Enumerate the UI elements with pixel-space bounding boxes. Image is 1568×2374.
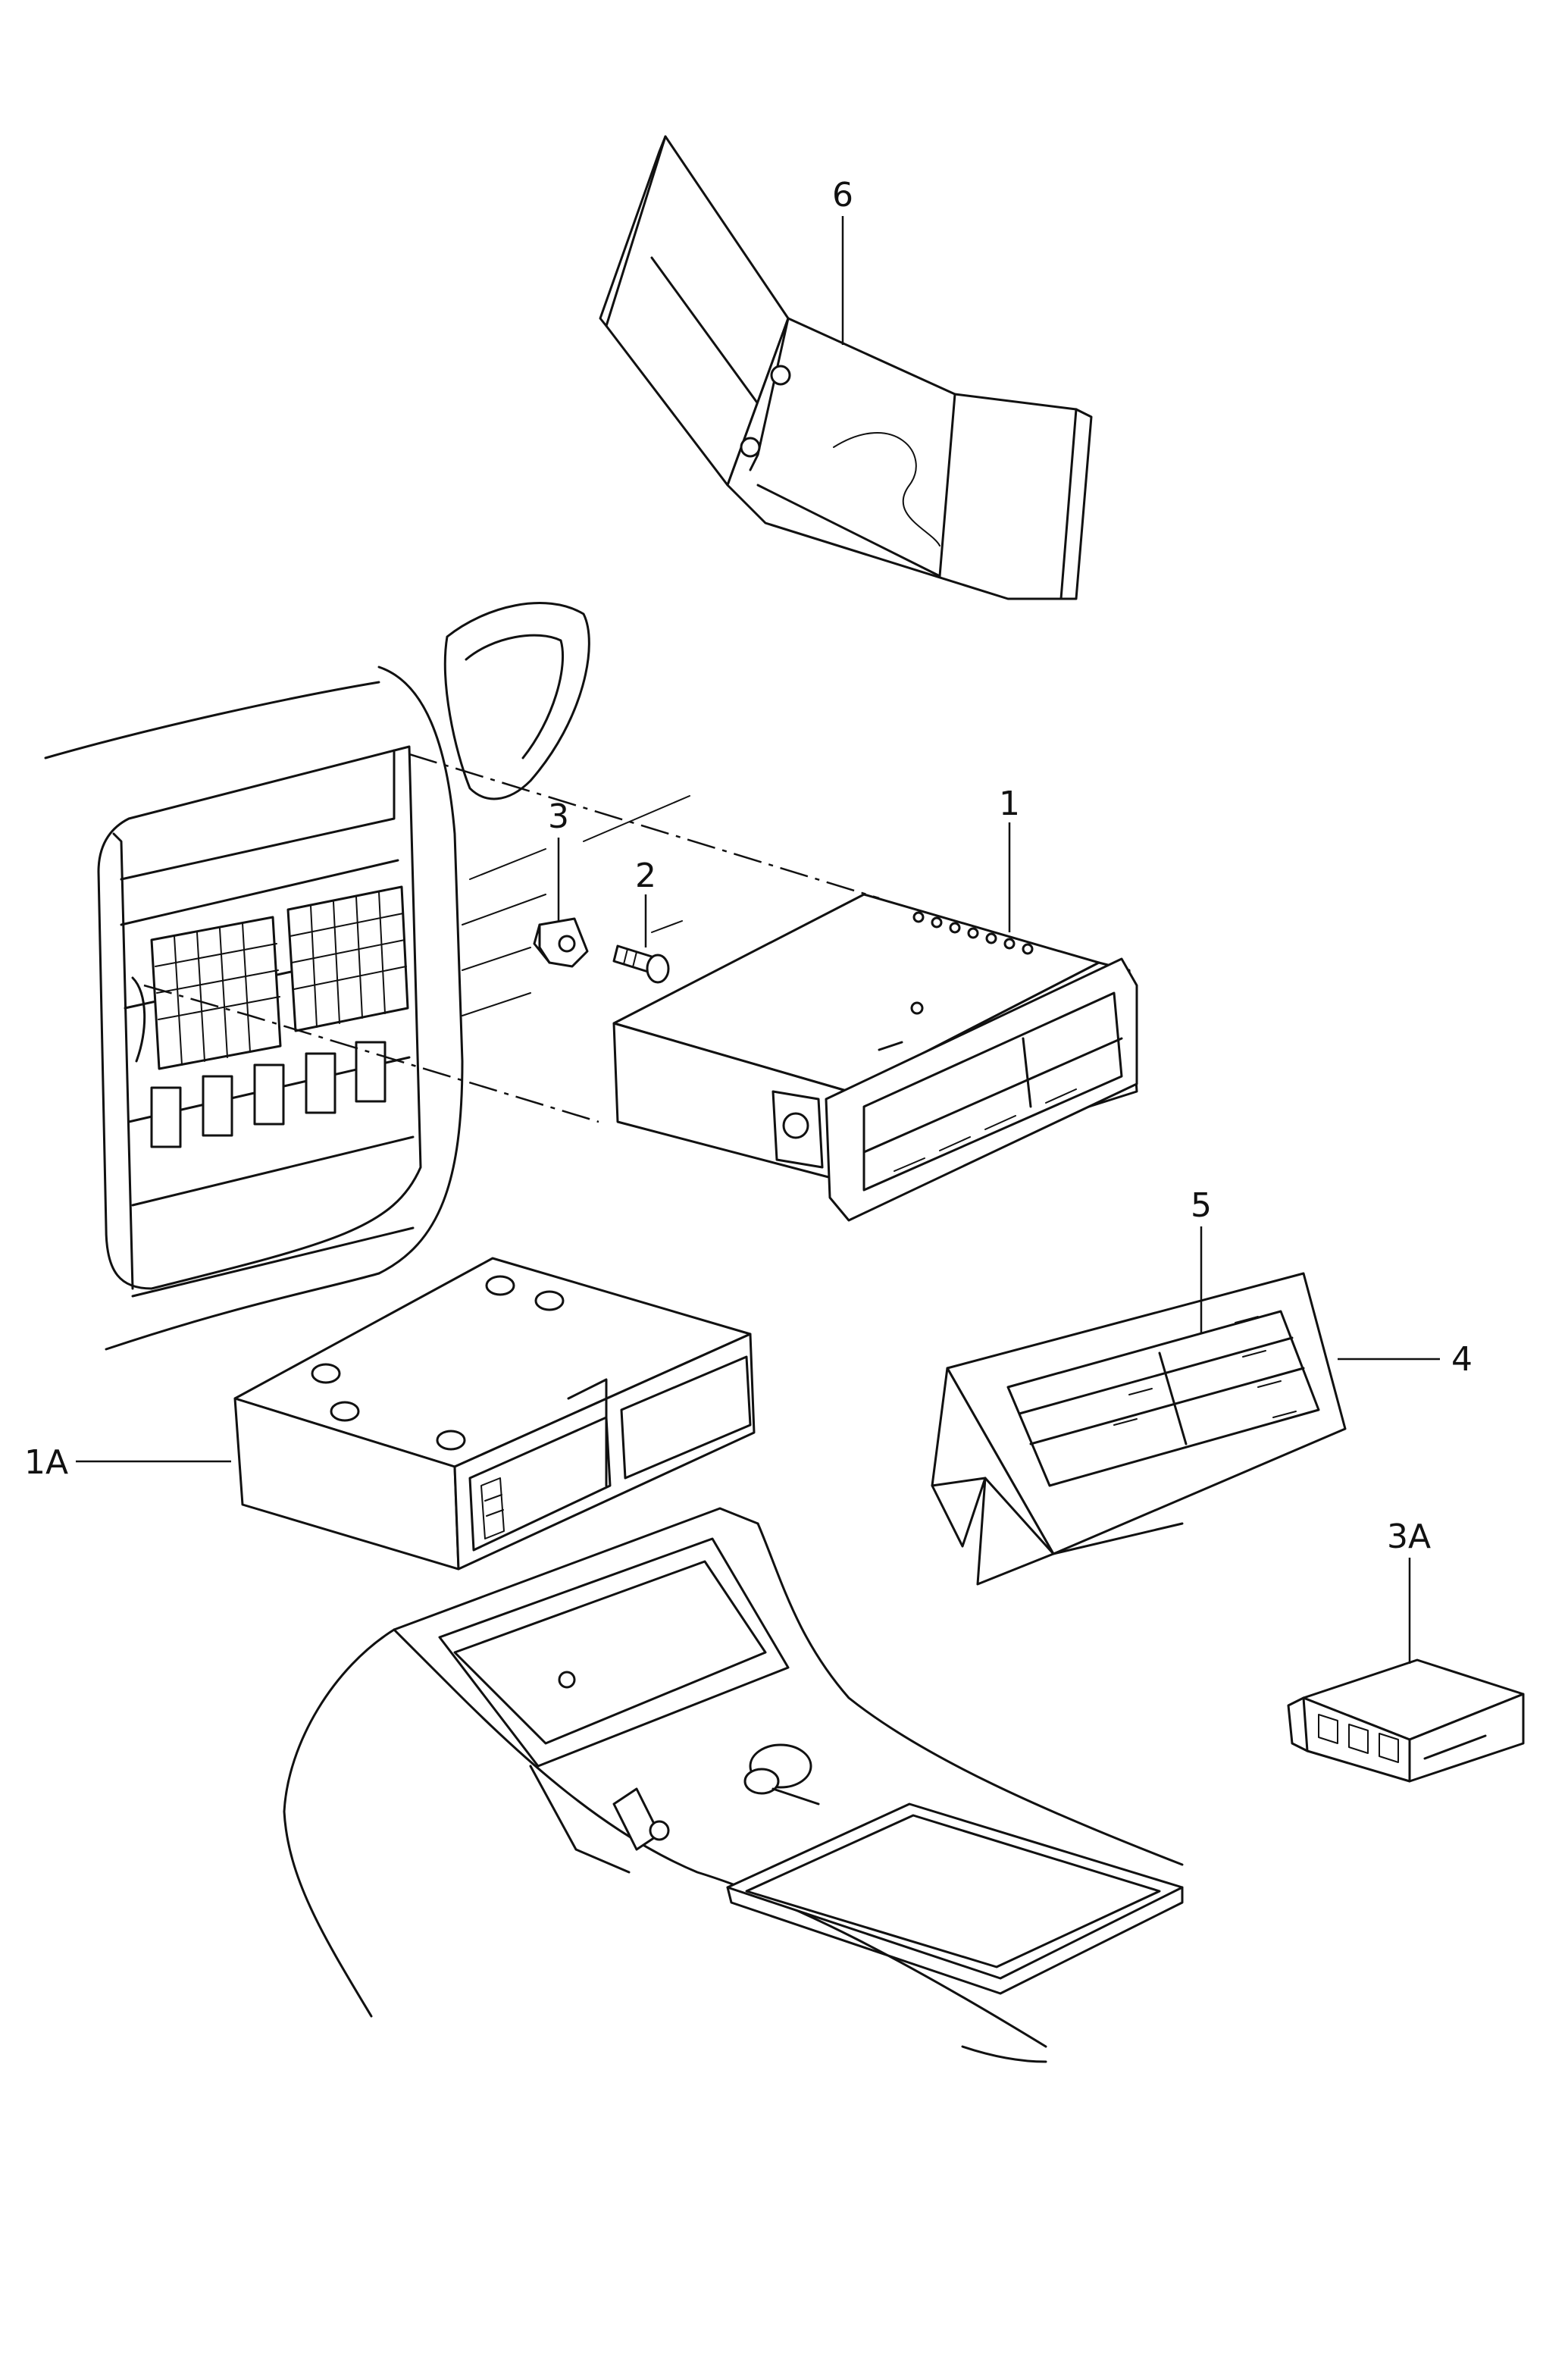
part-1-radio-unit[interactable] (612, 893, 1138, 1222)
part-4-control-panel[interactable] (931, 1272, 1347, 1586)
part-3-clip[interactable] (533, 917, 589, 968)
part-3a-connector[interactable] (1287, 1658, 1525, 1783)
callout-3: 3 (548, 797, 569, 921)
callout-label-6: 6 (832, 176, 853, 215)
part-2-bolt[interactable] (612, 944, 670, 984)
alignment-lines (143, 753, 880, 1123)
callout-label-5: 5 (1191, 1186, 1212, 1225)
callout-label-4: 4 (1451, 1340, 1473, 1379)
callout-label-1a: 1A (24, 1443, 68, 1482)
callout-label-3: 3 (548, 797, 569, 836)
callout-label-1: 1 (999, 785, 1020, 823)
callout-2: 2 (635, 857, 656, 947)
part-5-button-group[interactable] (1006, 1310, 1320, 1487)
callout-5: 5 (1191, 1186, 1212, 1334)
callout-4: 4 (1338, 1340, 1473, 1379)
projection-lines (462, 795, 690, 1016)
callout-1: 1 (999, 785, 1020, 932)
callout-label-2: 2 (635, 857, 656, 895)
part-6-folding-holder[interactable] (599, 135, 1093, 600)
callout-1a: 1A (24, 1443, 231, 1482)
callout-3a: 3A (1387, 1517, 1431, 1664)
callout-6: 6 (832, 176, 853, 345)
dashboard-outline (44, 602, 590, 1351)
center-console (283, 1507, 1184, 2063)
callout-label-3a: 3A (1387, 1517, 1431, 1556)
part-1a-changer-box[interactable] (233, 1257, 756, 1571)
